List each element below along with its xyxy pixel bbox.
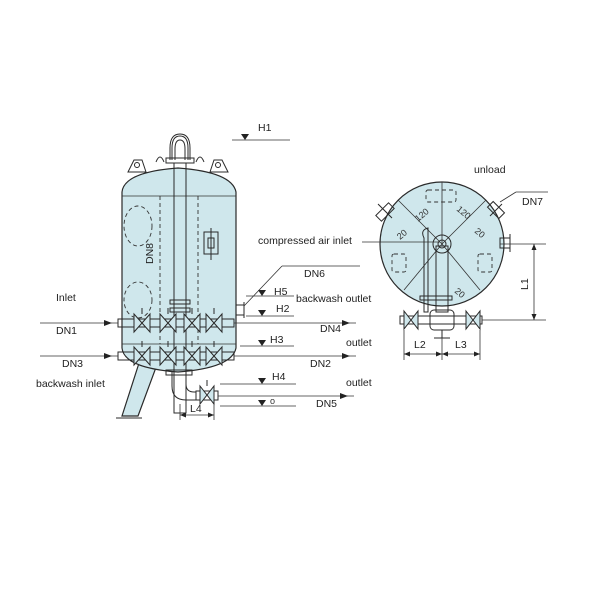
bottom-elbow <box>171 372 196 401</box>
label-l3: L3 <box>455 339 467 351</box>
lifting-lug-left <box>127 159 147 173</box>
label-dn6: DN6 <box>304 268 325 280</box>
pipe-flange-1 <box>169 299 191 305</box>
label-o: o <box>270 396 275 406</box>
label-h3: H3 <box>270 334 284 346</box>
label-h5: H5 <box>274 286 288 298</box>
label-unload: unload <box>474 164 506 176</box>
vessel-body <box>121 167 237 373</box>
label-outlet-lower: outlet <box>346 377 372 389</box>
label-angle-lower-left: 20 <box>395 227 409 241</box>
lower-valve-row <box>117 341 235 367</box>
outlet-dn2: outlet DN2 <box>234 337 372 370</box>
label-dn4: DN4 <box>320 323 341 335</box>
small-hook-left <box>155 156 165 163</box>
label-outlet-upper: outlet <box>346 337 372 349</box>
plan-manhole-left <box>391 253 407 273</box>
plan-manhole-top <box>425 189 457 203</box>
label-dn5: DN5 <box>316 398 337 410</box>
plan-manhole-right <box>477 253 493 273</box>
label-dn8: DN8 <box>144 243 156 264</box>
label-dn3: DN3 <box>62 358 83 370</box>
label-inlet: Inlet <box>56 292 76 304</box>
dimension-l1: L1 <box>482 243 546 321</box>
label-backwash-outlet: backwash outlet <box>296 293 371 305</box>
inlet-dn1: Inlet DN1 <box>40 292 118 337</box>
outlet-dn4: DN4 <box>234 320 356 335</box>
inlet-dn3: DN3 backwash inlet <box>36 353 118 390</box>
backwash-outlet-nozzle <box>235 304 245 316</box>
upper-manhole <box>123 205 153 247</box>
side-elevation: DN8 <box>116 133 245 420</box>
lifting-lug-right <box>209 159 229 173</box>
upper-valve-row <box>117 308 235 334</box>
top-elbow <box>171 135 189 160</box>
plan-side-pipe <box>422 227 429 313</box>
label-dn2: DN2 <box>310 358 331 370</box>
label-h2: H2 <box>276 303 290 315</box>
plan-view: unload 120 120 20 20 20 <box>258 164 548 360</box>
pipe-flange-2 <box>169 307 191 313</box>
plan-center-pipe <box>435 245 449 313</box>
label-l2: L2 <box>414 339 426 351</box>
label-angle-lower-right: 20 <box>473 226 487 240</box>
label-h4: H4 <box>272 371 286 383</box>
plan-valve-row <box>399 309 483 339</box>
bottom-valve <box>195 380 219 406</box>
air-inlet-nozzle <box>499 234 511 252</box>
label-l4: L4 <box>190 403 202 415</box>
label-h1: H1 <box>258 122 272 134</box>
unload-nozzle <box>375 202 395 222</box>
label-angle-bottom: 20 <box>453 286 467 300</box>
small-hook-right <box>195 156 205 163</box>
label-dn7: DN7 <box>522 196 543 208</box>
dn7-nozzle <box>486 200 506 220</box>
lower-manhole <box>123 281 153 319</box>
label-compressed-air-inlet: compressed air inlet <box>258 235 352 247</box>
label-dn1: DN1 <box>56 325 77 337</box>
label-backwash-inlet: backwash inlet <box>36 378 105 390</box>
label-l1: L1 <box>519 278 531 290</box>
dimension-l2-l3: L2 L3 <box>403 330 481 360</box>
center-hub <box>432 234 452 254</box>
elevation-levels: H1 H5 H2 H3 H4 o <box>220 122 296 407</box>
dn6-leader: DN6 <box>243 265 360 307</box>
outlet-dn5: outlet DN5 <box>218 377 372 410</box>
dimension-l4: L4 <box>179 403 215 420</box>
